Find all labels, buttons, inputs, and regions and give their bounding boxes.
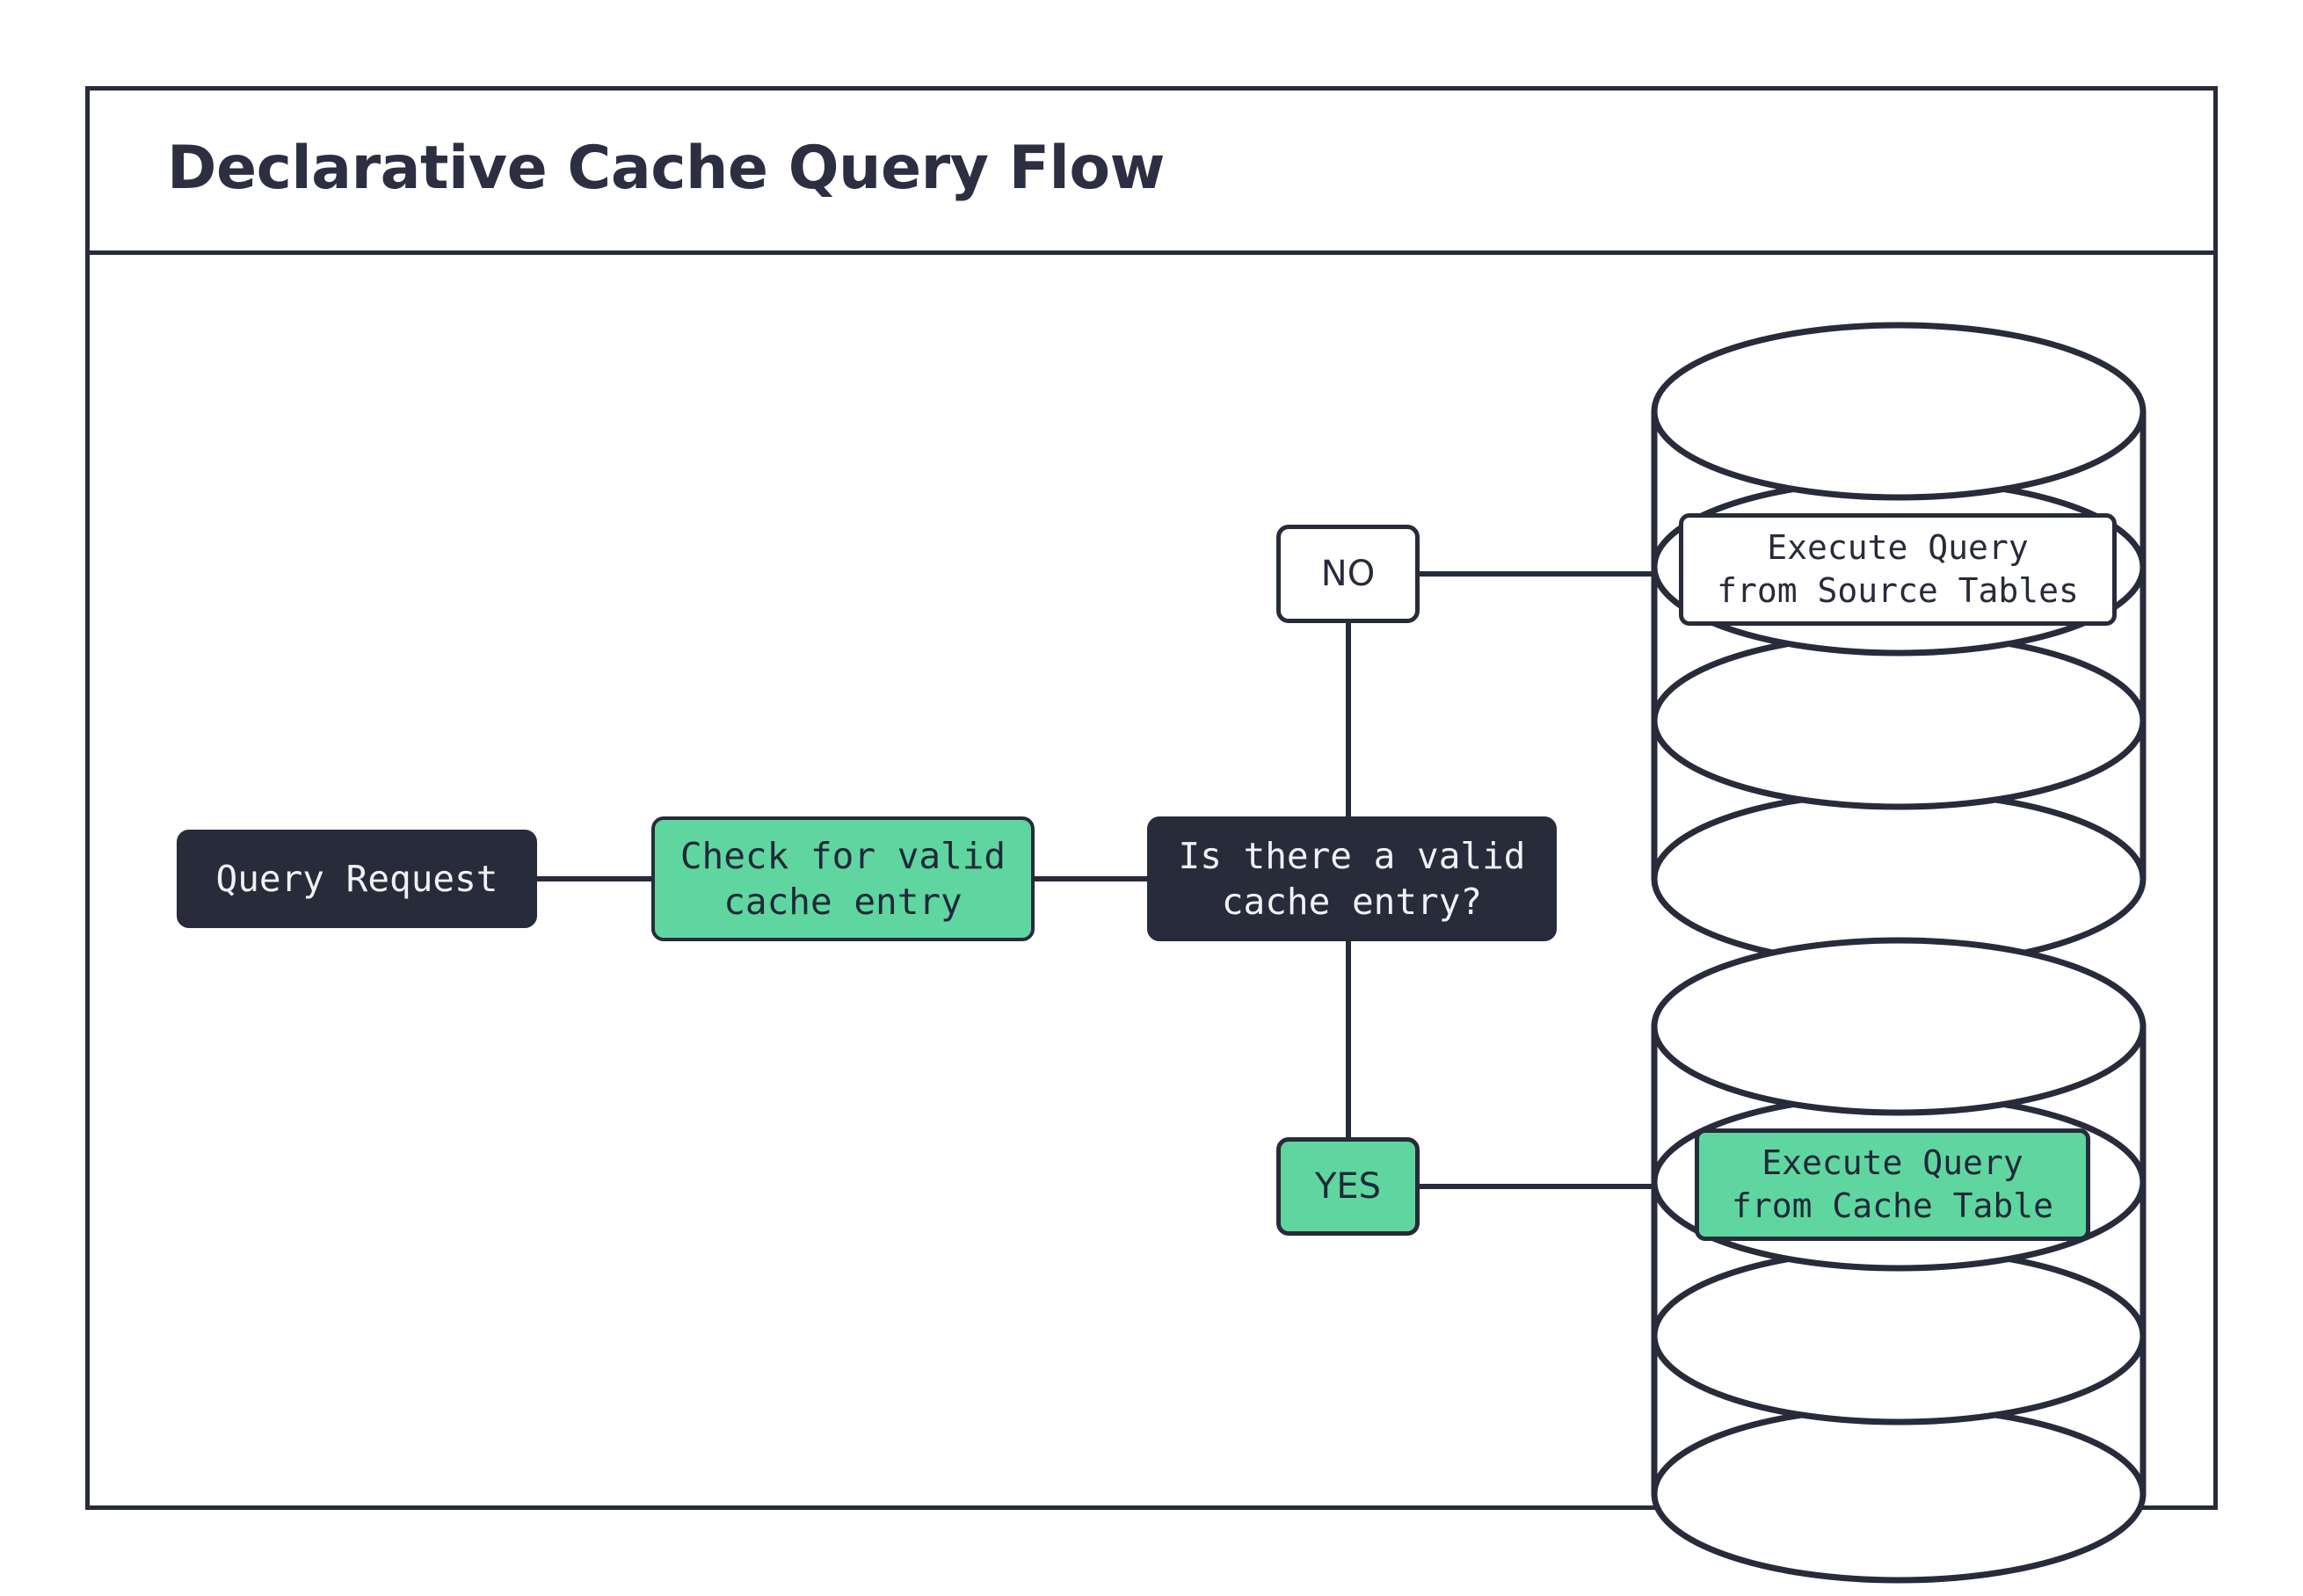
diagram-title-bar: Declarative Cache Query Flow <box>85 86 2218 255</box>
node-execute-query-from-source-tables[interactable]: Execute Query from Source Tables <box>1679 513 2117 626</box>
node-query-request[interactable]: Query Request <box>177 830 537 928</box>
edge-label-no[interactable]: NO <box>1276 525 1420 623</box>
edge-label-yes[interactable]: YES <box>1276 1137 1420 1236</box>
page-title: Declarative Cache Query Flow <box>167 134 1165 203</box>
node-execute-query-from-cache-table[interactable]: Execute Query from Cache Table <box>1695 1128 2090 1241</box>
node-decision-valid-cache-entry[interactable]: Is there a valid cache entry? <box>1147 816 1557 941</box>
diagram-frame <box>85 86 2218 1510</box>
node-check-for-valid-cache-entry[interactable]: Check for valid cache entry <box>651 816 1035 941</box>
